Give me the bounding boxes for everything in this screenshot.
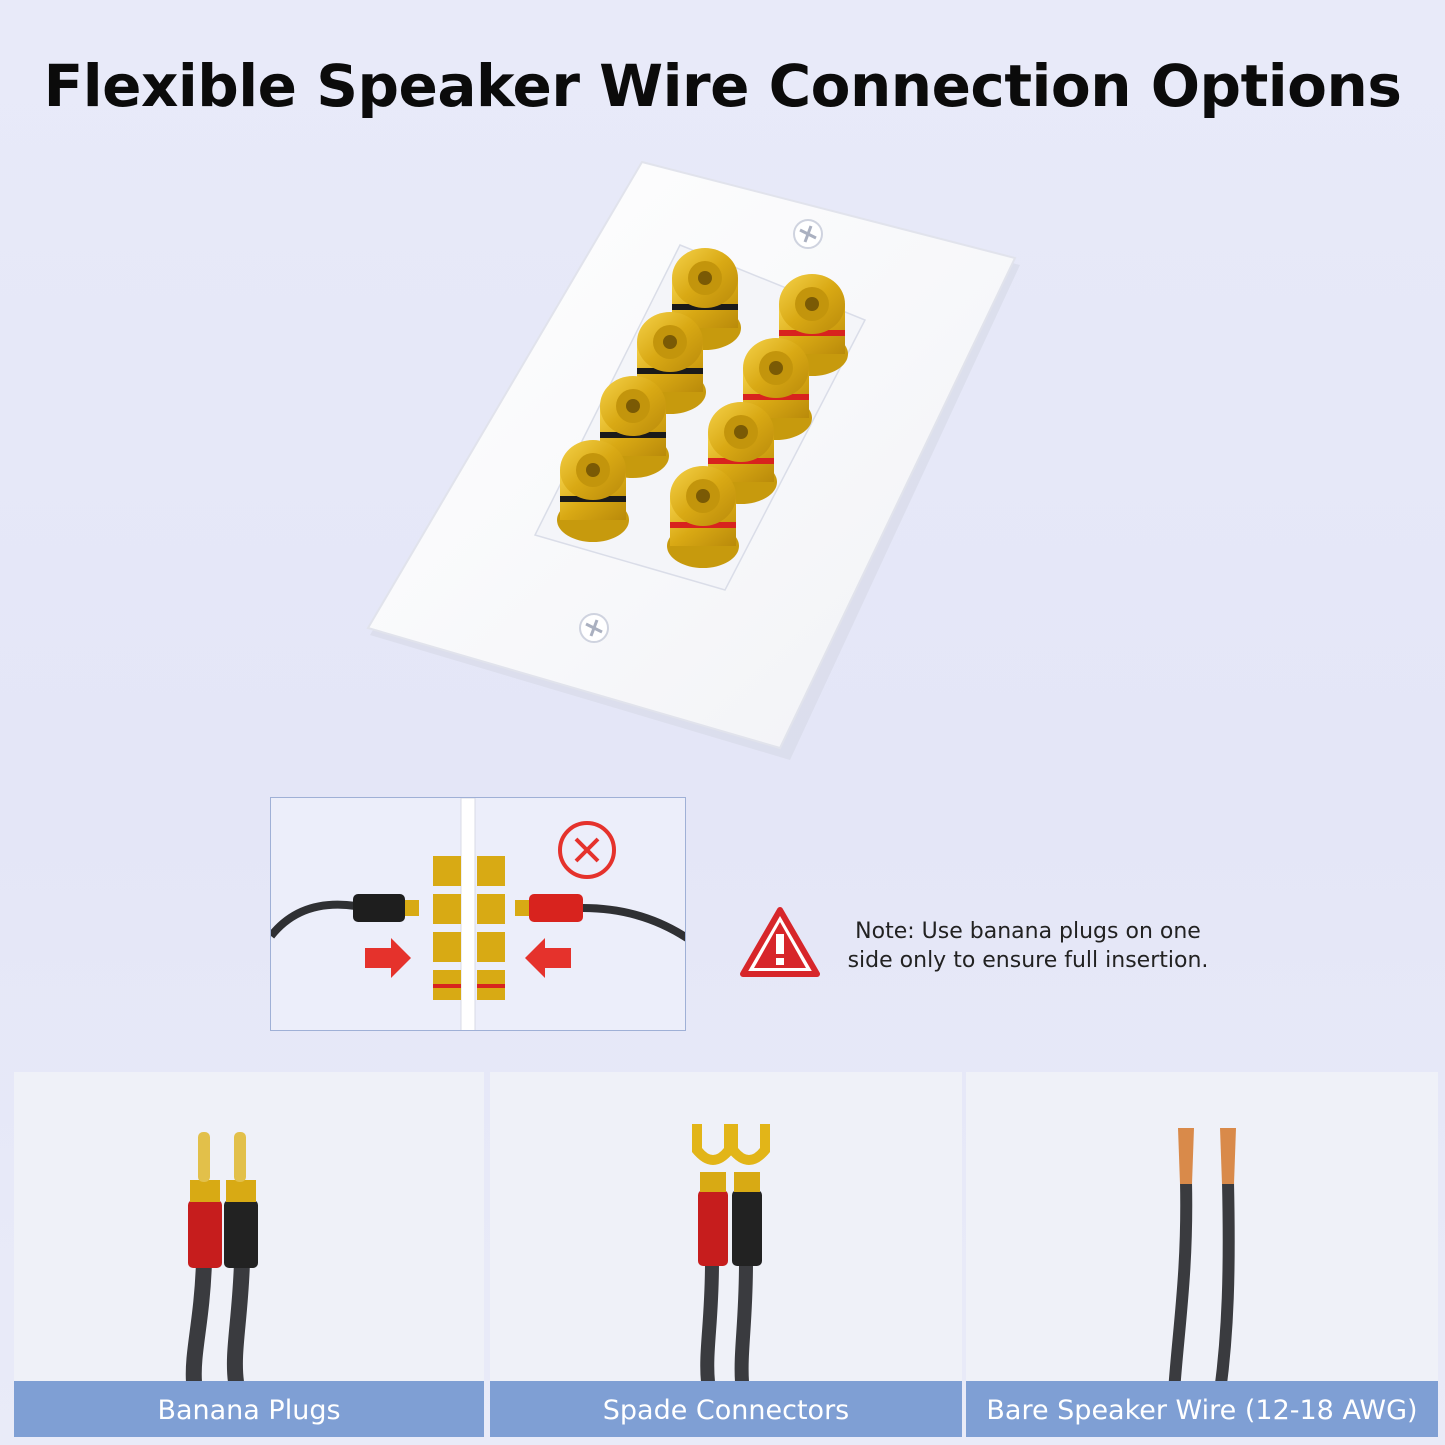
binding-post-red <box>705 402 777 504</box>
arrow-left-icon <box>525 938 571 978</box>
banana-plugs-panel: Banana Plugs <box>14 1072 484 1437</box>
note-line-1: Note: Use banana plugs on one <box>855 919 1201 944</box>
banana-plugs-label: Banana Plugs <box>14 1381 484 1437</box>
insertion-illustration <box>270 797 686 1031</box>
arrow-right-icon <box>365 938 411 978</box>
banana-plugs-image <box>185 1132 258 1384</box>
binding-post-red <box>667 466 739 568</box>
note-line-2: side only to ensure full insertion. <box>847 948 1209 973</box>
binding-post-black <box>557 440 629 542</box>
note-text: Note: Use banana plugs on one side only … <box>838 917 1218 975</box>
page-title: Flexible Speaker Wire Connection Options <box>43 52 1402 120</box>
binding-post-stack <box>433 856 505 1000</box>
spade-connectors-panel: Spade Connectors <box>490 1072 962 1437</box>
screw-icon <box>579 613 609 643</box>
bare-wire-panel: Bare Speaker Wire (12-18 AWG) <box>966 1072 1438 1437</box>
spade-connectors-label: Spade Connectors <box>490 1381 962 1437</box>
spade-connectors-image <box>692 1124 770 1383</box>
bare-wire-image <box>1168 1128 1236 1393</box>
wall-plate-image <box>366 160 1020 760</box>
screw-icon <box>793 219 823 249</box>
circle-x-icon <box>558 821 616 879</box>
bare-wire-label: Bare Speaker Wire (12-18 AWG) <box>966 1381 1438 1437</box>
warning-triangle-icon <box>740 907 820 977</box>
